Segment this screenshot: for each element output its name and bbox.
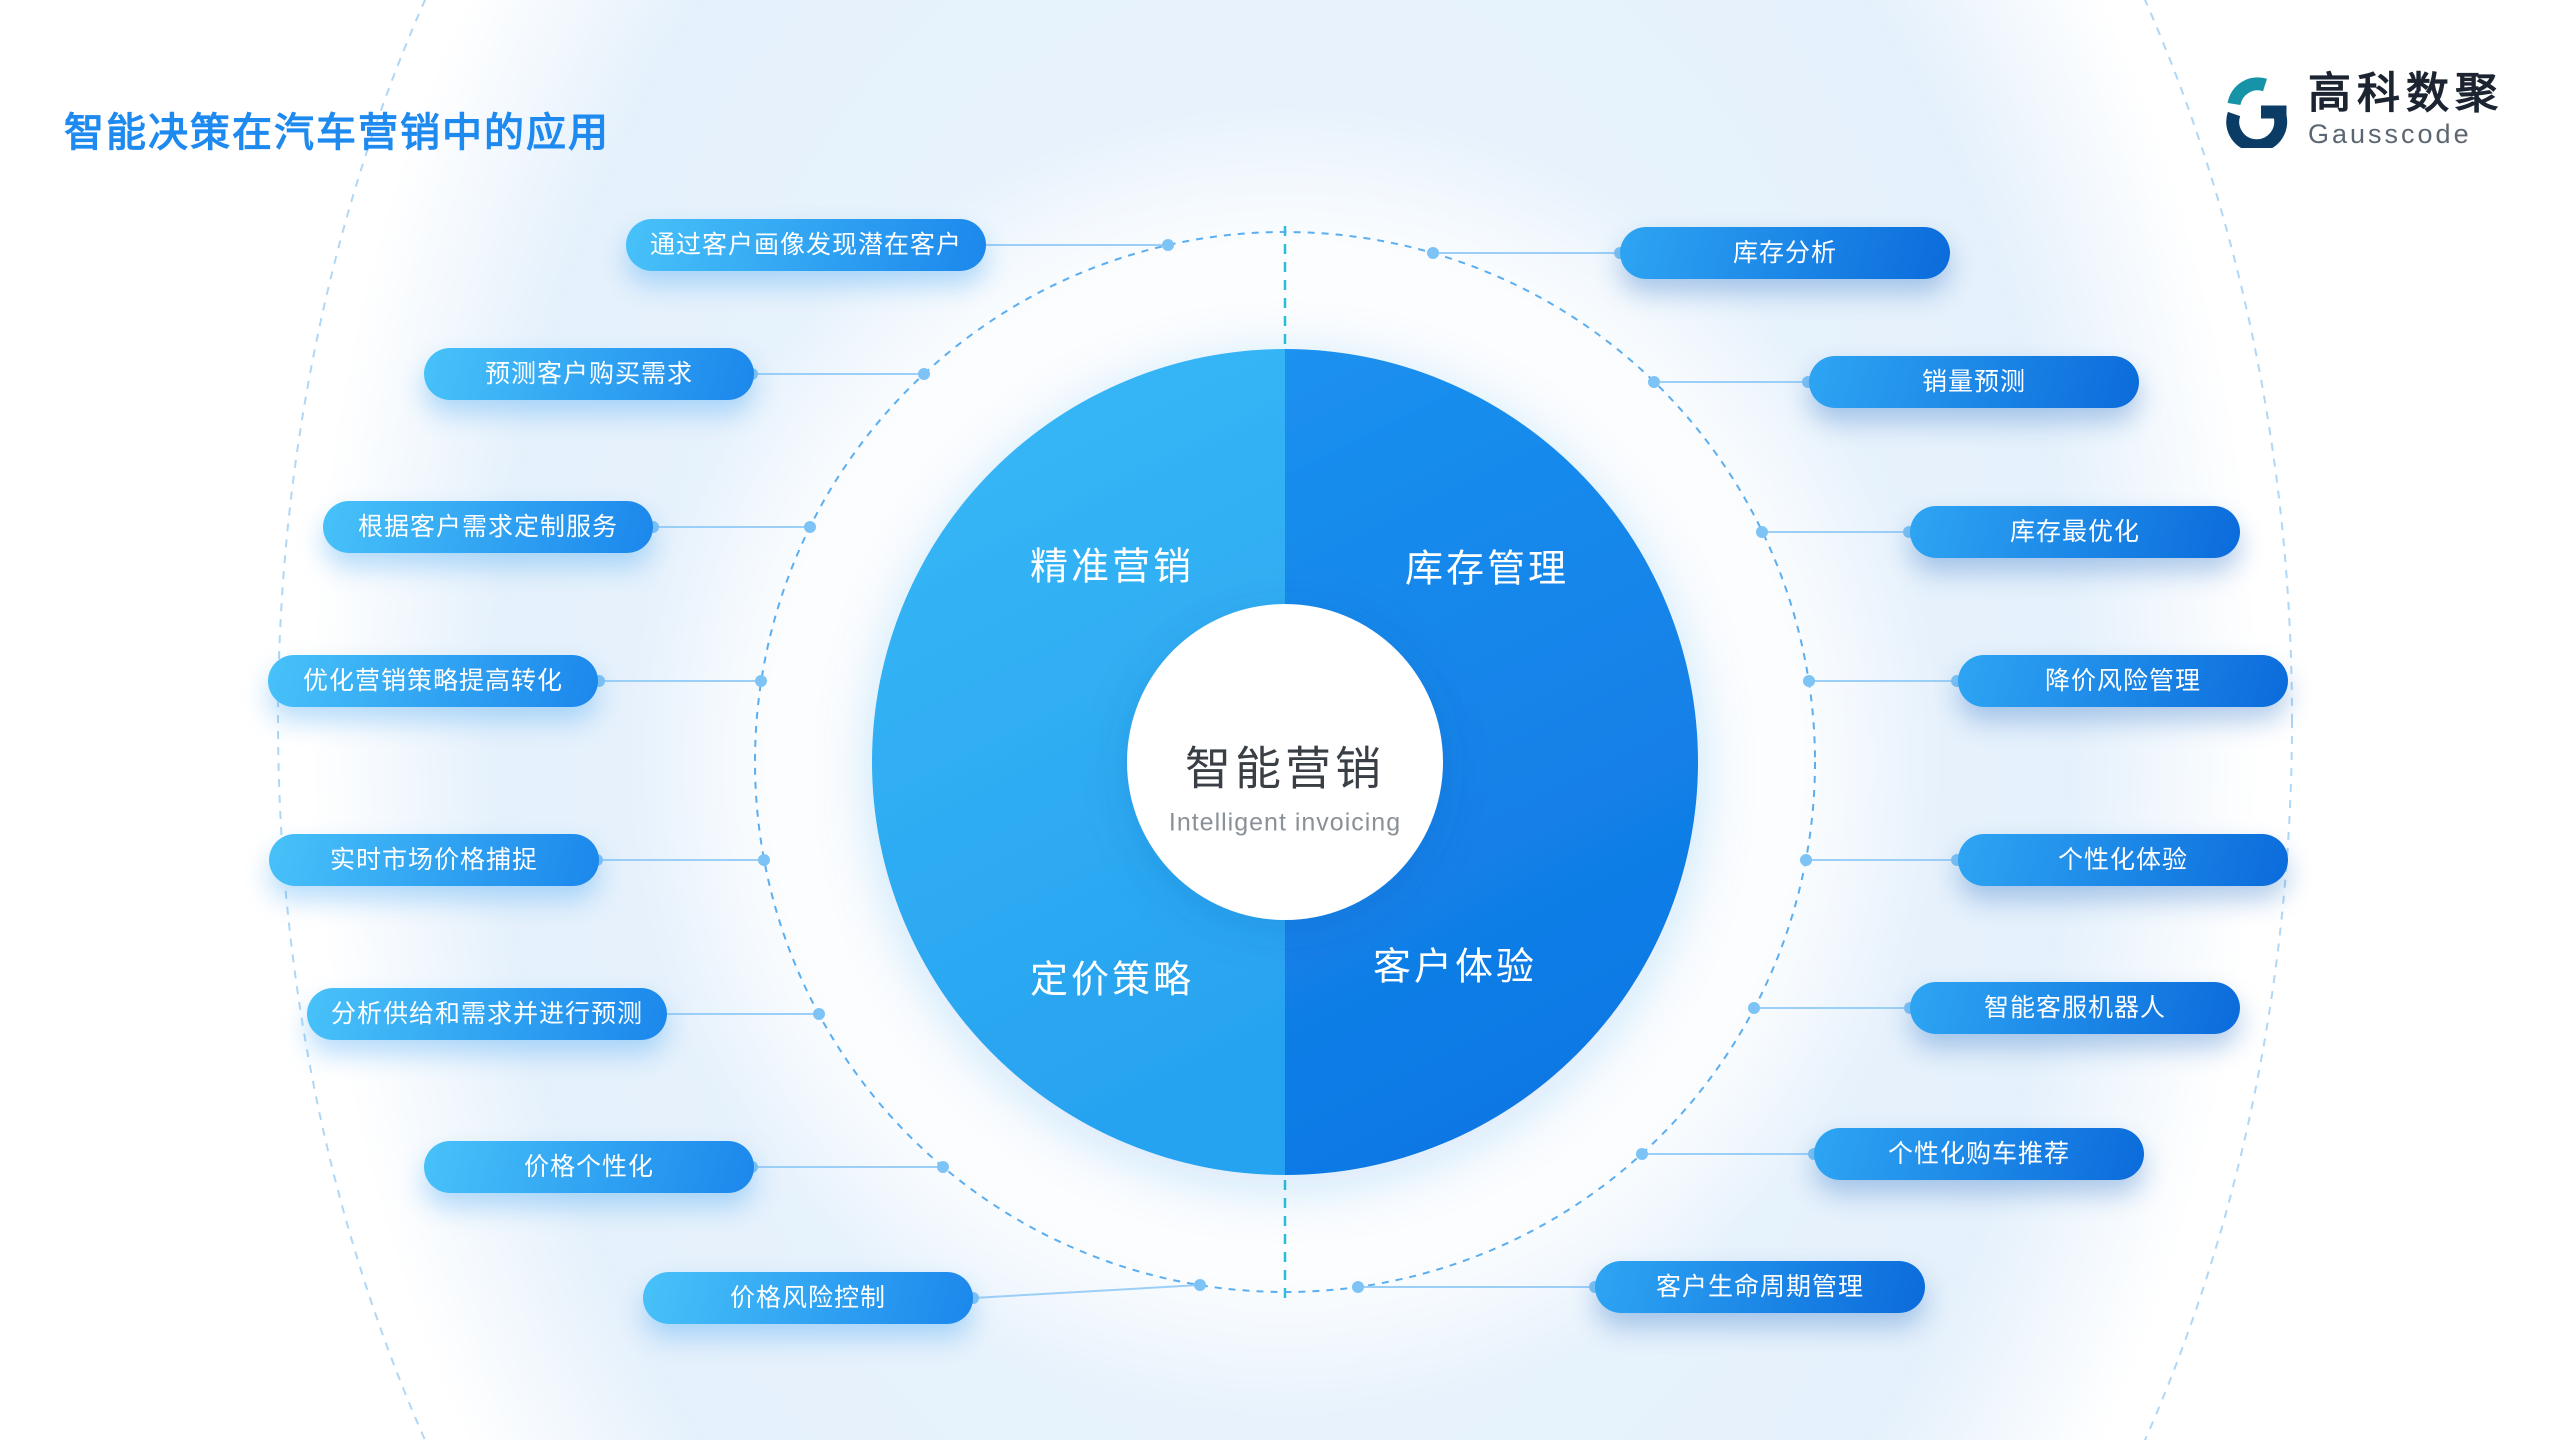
logo-subtitle: Gausscode (2308, 119, 2472, 150)
feature-pill-markdown-risk: 降价风险管理 (1958, 655, 2288, 707)
quadrant-label-pricing-strategy: 定价策略 (1029, 959, 1195, 1002)
logo-name: 高科数聚 (2308, 70, 2504, 118)
feature-pill-customer-profiling: 通过客户画像发现潜在客户 (625, 219, 987, 271)
feature-pill-personalized-experience: 个性化体验 (1958, 834, 2288, 886)
feature-pill-price-personalization: 价格个性化 (424, 1141, 754, 1193)
hub-left-half (872, 349, 1285, 1175)
gausscode-logo-icon (2226, 77, 2288, 149)
feature-pill-market-price-capture: 实时市场价格捕捉 (269, 834, 599, 886)
feature-pill-customized-service: 根据客户需求定制服务 (323, 501, 653, 553)
hub-title: 智能营销 (1185, 742, 1385, 795)
quadrant-label-customer-experience: 客户体验 (1372, 946, 1538, 989)
logo: 高科数聚 Gausscode (2220, 70, 2504, 150)
page-title: 智能决策在汽车营销中的应用 (64, 111, 610, 155)
feature-pill-customer-lifecycle: 客户生命周期管理 (1595, 1261, 1925, 1313)
feature-pill-price-risk-control: 价格风险控制 (643, 1272, 973, 1324)
feature-pill-inventory-optimize: 库存最优化 (1910, 506, 2240, 558)
hub-subtitle: Intelligent invoicing (1168, 808, 1402, 837)
feature-pill-car-recommendation: 个性化购车推荐 (1814, 1128, 2144, 1180)
feature-pill-inventory-analysis: 库存分析 (1620, 227, 1950, 279)
hub-label: 智能营销 Intelligent invoicing (1169, 733, 1401, 838)
connector-lines (597, 244, 1957, 1299)
logo-text: 高科数聚 Gausscode (2308, 70, 2504, 150)
quadrant-label-inventory-management: 库存管理 (1404, 548, 1570, 591)
feature-pill-service-chatbot: 智能客服机器人 (1910, 982, 2240, 1034)
hub-right-half (1285, 349, 1698, 1175)
dashed-orbit-ring (754, 231, 1816, 1293)
outer-dashed-ellipse (277, 0, 2293, 1440)
feature-pill-purchase-demand: 预测客户购买需求 (424, 348, 754, 400)
hub-inner-white-circle (1127, 604, 1443, 920)
feature-pill-supply-demand-forecast: 分析供给和需求并进行预测 (306, 988, 668, 1040)
feature-pill-conversion-optimize: 优化营销策略提高转化 (268, 655, 598, 707)
feature-pill-sales-forecast: 销量预测 (1809, 356, 2139, 408)
quadrant-label-precision-marketing: 精准营销 (1029, 546, 1195, 589)
